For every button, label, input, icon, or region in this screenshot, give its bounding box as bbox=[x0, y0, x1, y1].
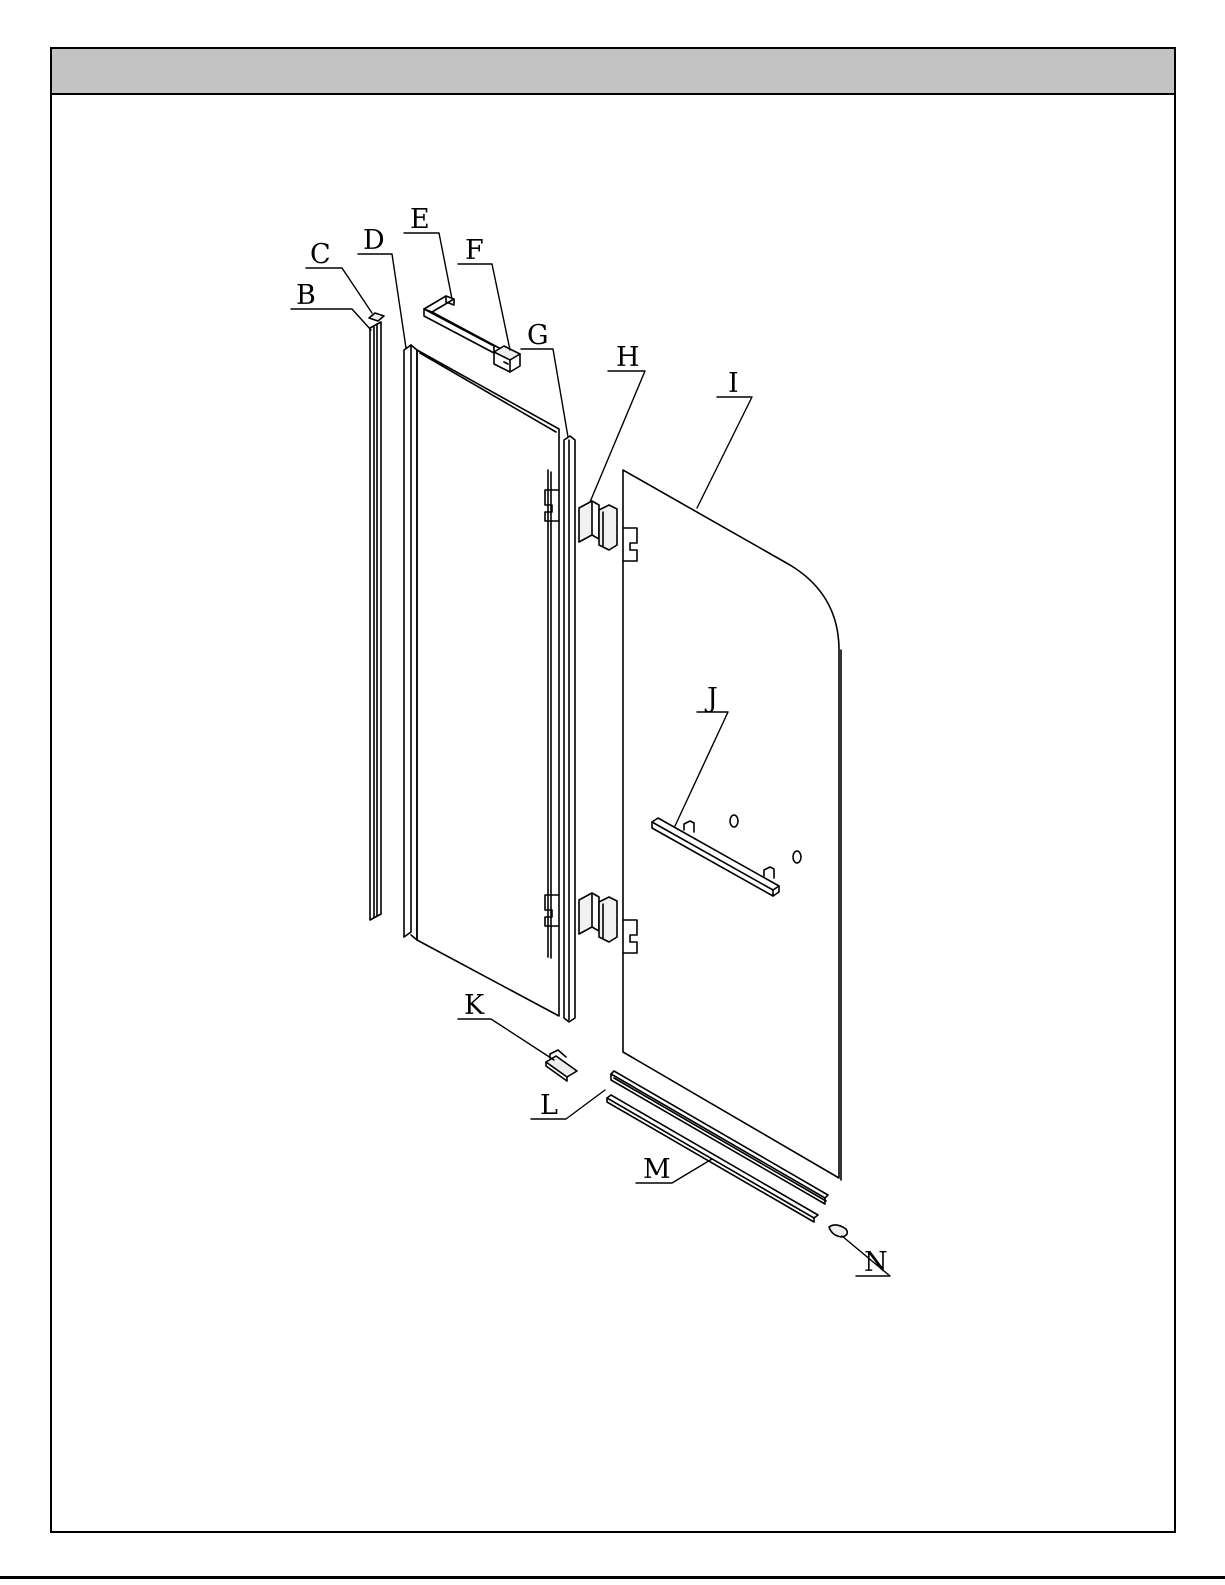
label-g: G bbox=[527, 320, 549, 351]
label-m: M bbox=[643, 1154, 671, 1185]
part-b-wall-profile bbox=[370, 322, 381, 920]
part-h-hinge-lower bbox=[579, 893, 617, 942]
part-i-swing-panel bbox=[623, 470, 841, 1180]
part-e-stabilizer-bar bbox=[424, 296, 501, 353]
label-j: J bbox=[704, 683, 718, 714]
part-j-handle bbox=[652, 818, 779, 896]
label-k: K bbox=[464, 990, 485, 1021]
part-c-end-cap bbox=[369, 313, 384, 321]
label-f: F bbox=[465, 235, 484, 266]
part-d-fixed-panel bbox=[404, 345, 559, 1016]
part-f-connector-block bbox=[494, 346, 520, 372]
label-i: I bbox=[728, 368, 739, 399]
label-n: N bbox=[864, 1247, 888, 1278]
label-c: C bbox=[310, 239, 331, 270]
label-b: B bbox=[296, 280, 316, 311]
part-labels: B C D E F G H I J K L M N bbox=[296, 204, 888, 1278]
part-n-end-cap bbox=[829, 1225, 847, 1237]
label-d: D bbox=[363, 225, 385, 256]
part-h-hinge-upper bbox=[579, 501, 617, 550]
part-g-seal-strip bbox=[564, 436, 575, 1022]
part-k-stopper bbox=[546, 1050, 577, 1081]
label-h: H bbox=[616, 342, 640, 373]
label-e: E bbox=[410, 204, 430, 235]
label-l: L bbox=[540, 1090, 558, 1121]
part-m-drip-rail bbox=[607, 1095, 818, 1222]
